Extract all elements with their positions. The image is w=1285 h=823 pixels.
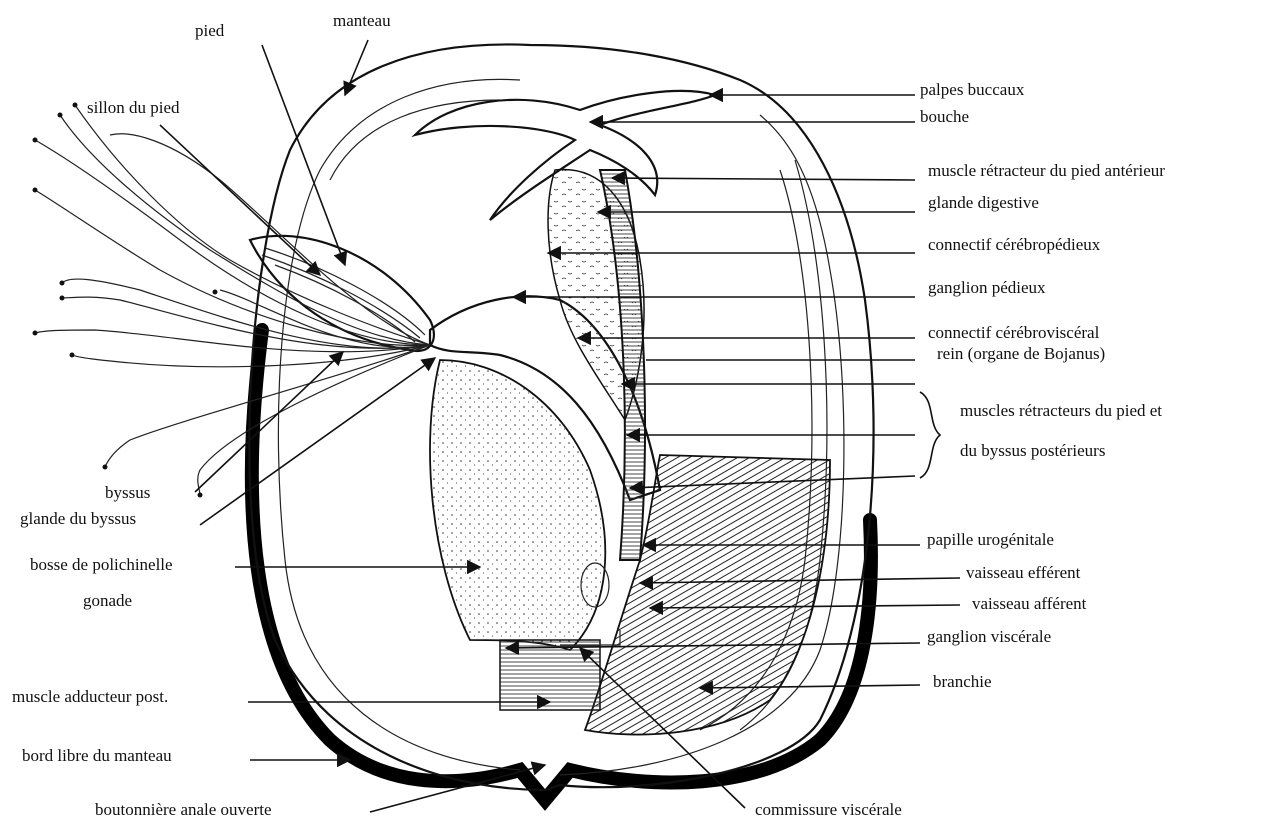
label-muscle-adducteur-post: muscle adducteur post. (12, 687, 168, 706)
label-gonade: gonade (83, 591, 132, 610)
label-glande-digestive: glande digestive (928, 193, 1039, 212)
label-sillon-du-pied: sillon du pied (87, 98, 180, 117)
label-ganglion-pedieux: ganglion pédieux (928, 278, 1046, 297)
label-ganglion-viscerale: ganglion viscérale (927, 627, 1051, 646)
label-manteau: manteau (333, 11, 391, 30)
label-muscles-retracteurs-2: du byssus postérieurs (960, 441, 1105, 460)
label-branchie: branchie (933, 672, 992, 691)
label-bouche: bouche (920, 107, 969, 126)
leader-sillon (160, 125, 320, 275)
label-commissure-viscerale: commissure viscérale (755, 800, 902, 819)
label-bord-libre-du-manteau: bord libre du manteau (22, 746, 172, 765)
label-boutonniere-anale-ouverte: boutonnière anale ouverte (95, 800, 272, 819)
label-vaisseau-efferent: vaisseau efférent (966, 563, 1081, 582)
label-muscles-retracteurs-1: muscles rétracteurs du pied et (960, 401, 1162, 420)
label-palpes-buccaux: palpes buccaux (920, 80, 1025, 99)
byssus-threads (33, 103, 431, 498)
label-byssus: byssus (105, 483, 150, 502)
label-papille-urogenitale: papille urogénitale (927, 530, 1054, 549)
label-connectif-cerebropedieux: connectif cérébropédieux (928, 235, 1101, 254)
label-glande-du-byssus: glande du byssus (20, 509, 136, 528)
posterior-adductor (500, 640, 600, 710)
label-muscle-retracteur-anterieur: muscle rétracteur du pied antérieur (928, 161, 1165, 180)
leader-byssus (195, 352, 343, 492)
gonad (430, 360, 605, 650)
leader-glande-byssus (200, 358, 435, 525)
brace (920, 392, 940, 478)
leader-manteau (345, 40, 368, 95)
label-bosse-de-polichinelle: bosse de polichinelle (30, 555, 173, 574)
label-pied: pied (195, 21, 225, 40)
label-vaisseau-afferent: vaisseau afférent (972, 594, 1087, 613)
label-rein: rein (organe de Bojanus) (937, 344, 1105, 363)
label-connectif-cerebrovisceral: connectif cérébroviscéral (928, 323, 1100, 342)
